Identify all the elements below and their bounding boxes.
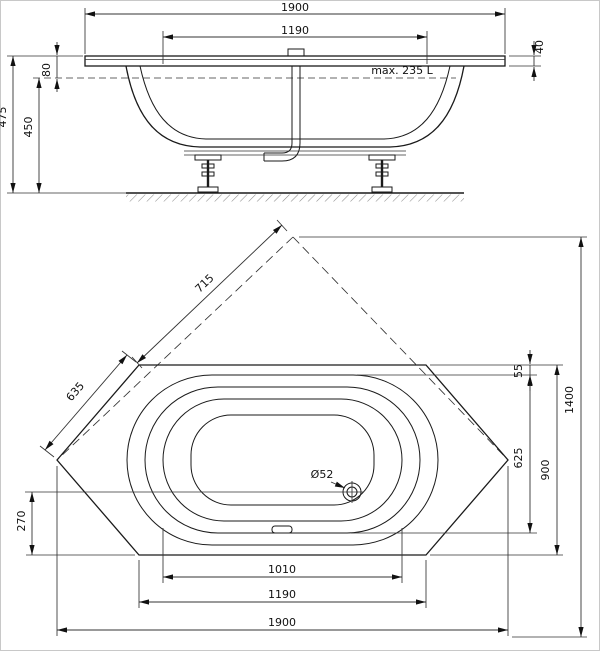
- tub-inner-wall: [139, 65, 451, 140]
- plan-dim-rim-width-label: 55: [512, 364, 525, 378]
- side-dim-total-width-label: 1900: [281, 1, 309, 14]
- floor-line: [126, 192, 464, 202]
- side-dim-total-height-label: 475: [0, 107, 9, 128]
- side-view: 1900 1190 40 max. 235 L 80 450: [0, 1, 546, 202]
- side-view-tub: [33, 48, 506, 202]
- overflow-marking: [271, 525, 293, 534]
- plan-dim-basin-width-label: 1190: [268, 588, 296, 601]
- basin-contour-2: [144, 386, 421, 534]
- basin-floor-contour: [190, 414, 375, 506]
- plan-dim-corner-height-label: 1400: [563, 386, 576, 414]
- plan-view-tub: [25, 236, 509, 556]
- drain-diameter-label: Ø52: [311, 468, 334, 481]
- drain: [342, 481, 362, 503]
- plan-dim-basin-floor-width-label: 1010: [268, 563, 296, 576]
- tub-outer-wall: [125, 65, 465, 148]
- adjustable-foot-left: [194, 154, 222, 193]
- corner-wall-left: [56, 236, 294, 461]
- overflow-column: [263, 48, 305, 162]
- tub-rim: [84, 55, 506, 67]
- support-frame: [184, 150, 406, 156]
- adjustable-foot-right: [368, 154, 396, 193]
- plan-view: 715 635 55 625 900 1400: [15, 219, 587, 638]
- plan-view-dimensions: 715 635 55 625 900 1400: [15, 219, 587, 638]
- plan-dim-corner-wall-label: 715: [193, 272, 217, 296]
- side-dim-rim-to-water-label: 80: [40, 63, 53, 77]
- plan-dim-depth-label: 900: [539, 460, 552, 481]
- plan-dim-corner-edge-label: 635: [64, 380, 88, 404]
- plan-dim-drain-offset-label: 270: [15, 511, 28, 532]
- side-view-dimensions: 1900 1190 40 max. 235 L 80 450: [0, 1, 546, 194]
- basin-contour-1: [126, 374, 439, 546]
- basin-contour-3: [162, 398, 403, 522]
- plan-dim-center-to-top-label: 625: [512, 448, 525, 469]
- side-dim-water-depth-label: 450: [22, 117, 35, 138]
- corner-wall-right: [292, 236, 509, 461]
- capacity-label: max. 235 L: [371, 64, 433, 77]
- side-dim-basin-width-label: 1190: [281, 24, 309, 37]
- side-dim-rim-thickness-label: 40: [533, 40, 546, 54]
- plan-dim-total-width-label: 1900: [268, 616, 296, 629]
